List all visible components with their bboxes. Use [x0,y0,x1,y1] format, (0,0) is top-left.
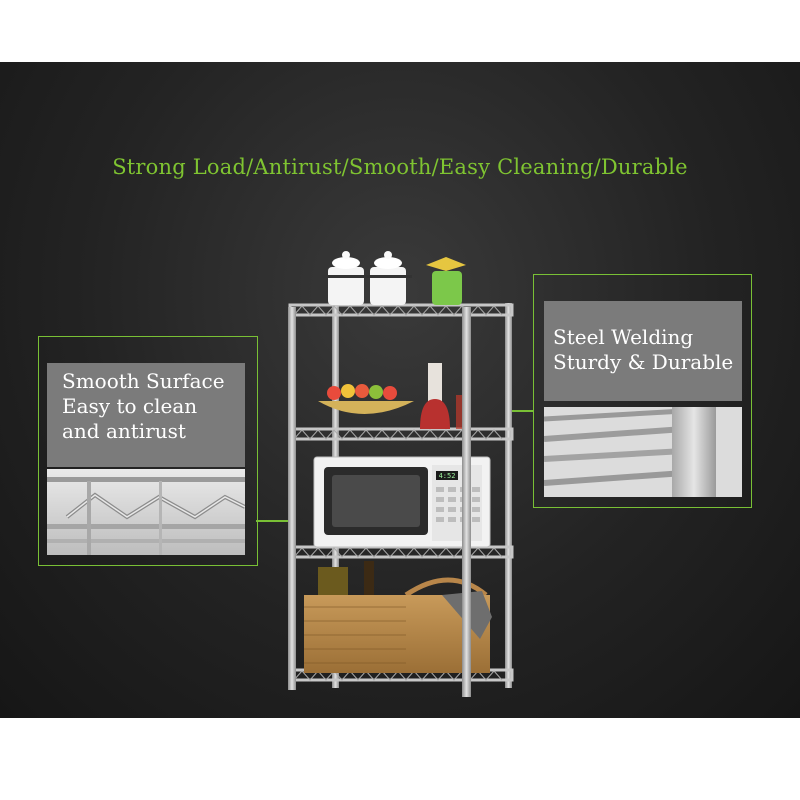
callout-line: Sturdy & Durable [553,350,734,374]
callout-line: Easy to clean [62,394,198,418]
microwave-display: 4:52 [439,472,456,480]
weld-joint-closeup-image [544,407,742,497]
wire-shelf-rack-image: 4:52 [288,251,514,697]
wire-shelf-closeup [47,469,245,555]
connector-line [256,520,290,522]
callout-smooth-surface: Smooth Surface Easy to clean and antirus… [38,336,258,566]
callout-steel-welding: Steel Welding Sturdy & Durable [533,274,752,508]
wire-shelf-rack: 4:52 [260,245,520,700]
weld-joint-closeup [544,407,742,497]
callout-line: and antirust [62,419,186,443]
callout-line: Steel Welding [553,325,694,349]
callout-line: Smooth Surface [62,369,225,393]
callout-label-box: Smooth Surface Easy to clean and antirus… [47,363,245,467]
connector-line [512,410,533,412]
wire-shelf-closeup-image [47,469,245,555]
callout-label-box: Steel Welding Sturdy & Durable [544,301,742,401]
headline: Strong Load/Antirust/Smooth/Easy Cleanin… [112,155,688,179]
